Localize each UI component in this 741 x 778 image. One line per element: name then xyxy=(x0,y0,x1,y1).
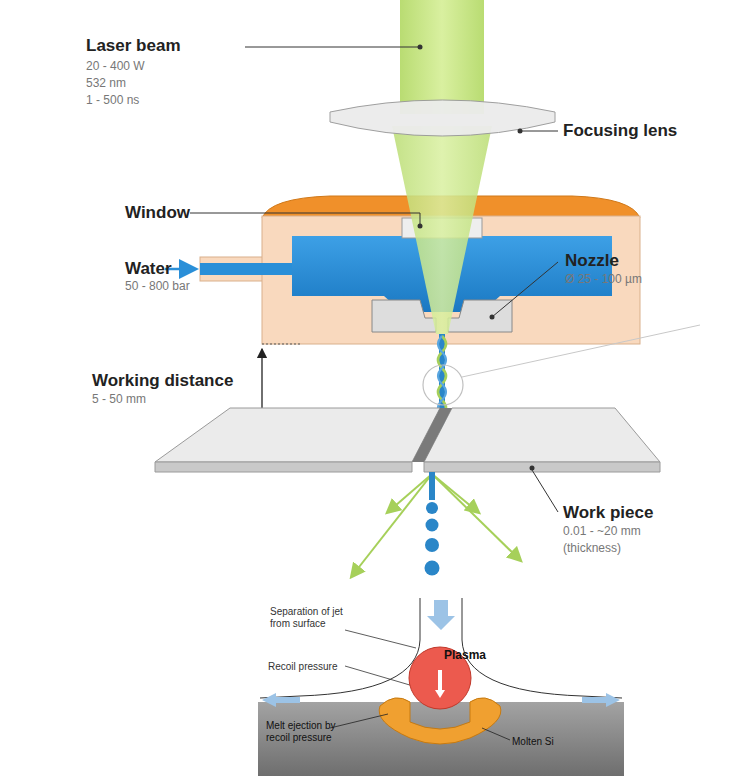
leader-dot xyxy=(418,224,423,229)
recoil-arrow xyxy=(435,670,445,698)
leader-dot xyxy=(418,45,423,50)
work-piece xyxy=(155,462,412,472)
magnifier-circle xyxy=(423,365,463,405)
scattered-beam xyxy=(388,474,432,512)
callout-label: Ø 25 - 100 µm xyxy=(565,273,642,287)
water-jet xyxy=(429,472,435,500)
callout-label: 20 - 400 W xyxy=(86,60,145,74)
callout-label: 50 - 800 bar xyxy=(125,280,190,294)
callout-label: 532 nm xyxy=(86,77,126,91)
droplet xyxy=(426,502,438,514)
leader-dot xyxy=(530,466,535,471)
laser-cone xyxy=(392,126,492,334)
leader-line xyxy=(245,47,420,48)
laser-beam xyxy=(400,0,484,114)
callout-label: (thickness) xyxy=(563,542,621,556)
droplet xyxy=(426,519,439,532)
plasma-circle: Plasma xyxy=(408,646,472,710)
droplet xyxy=(425,561,440,576)
work-piece xyxy=(155,408,440,462)
leader-dot xyxy=(518,129,523,134)
leader-line xyxy=(345,630,416,648)
water-channel xyxy=(200,263,294,275)
node-text: Plasma xyxy=(444,648,486,662)
nozzle-part xyxy=(372,300,436,332)
leader-line xyxy=(190,213,420,226)
flow-arrow xyxy=(427,600,455,630)
flow-arrow xyxy=(582,693,620,707)
scattered-beam xyxy=(432,474,478,512)
callout-label: Focusing lens xyxy=(563,121,677,141)
magnifier-line xyxy=(462,325,700,377)
callout-label: Window xyxy=(125,203,190,223)
kerf xyxy=(412,408,452,462)
leader-line xyxy=(532,470,558,512)
callout-label: 1 - 500 ns xyxy=(86,94,139,108)
leader-line xyxy=(330,714,388,728)
work-piece xyxy=(424,408,660,462)
callout-label: Melt ejection by recoil pressure xyxy=(266,720,346,743)
callout-label: Nozzle xyxy=(565,251,619,271)
nozzle-part xyxy=(448,300,512,332)
leader-dot xyxy=(490,315,495,320)
droplet xyxy=(425,538,439,552)
focusing-lens xyxy=(330,100,555,136)
leader-line xyxy=(520,131,558,132)
callout-label: Laser beam xyxy=(86,36,181,56)
callout-label: Working distance xyxy=(92,371,233,391)
callout-label: Recoil pressure xyxy=(268,661,358,673)
scattered-beam xyxy=(352,474,432,576)
callout-label: Water xyxy=(125,259,172,279)
jet-flow-line xyxy=(260,598,420,698)
callout-label: Molten Si xyxy=(512,736,554,748)
leader-line xyxy=(492,262,558,317)
scattered-beam xyxy=(432,474,520,560)
callout-label: Work piece xyxy=(563,503,653,523)
flow-arrow xyxy=(262,693,300,707)
work-piece xyxy=(424,462,660,472)
callout-label: 5 - 50 mm xyxy=(92,393,146,407)
callout-label: 0.01 - ~20 mm xyxy=(563,525,641,539)
dimension-line xyxy=(262,344,302,345)
leader-line xyxy=(482,728,510,740)
callout-label: Separation of jet from surface xyxy=(270,606,360,629)
